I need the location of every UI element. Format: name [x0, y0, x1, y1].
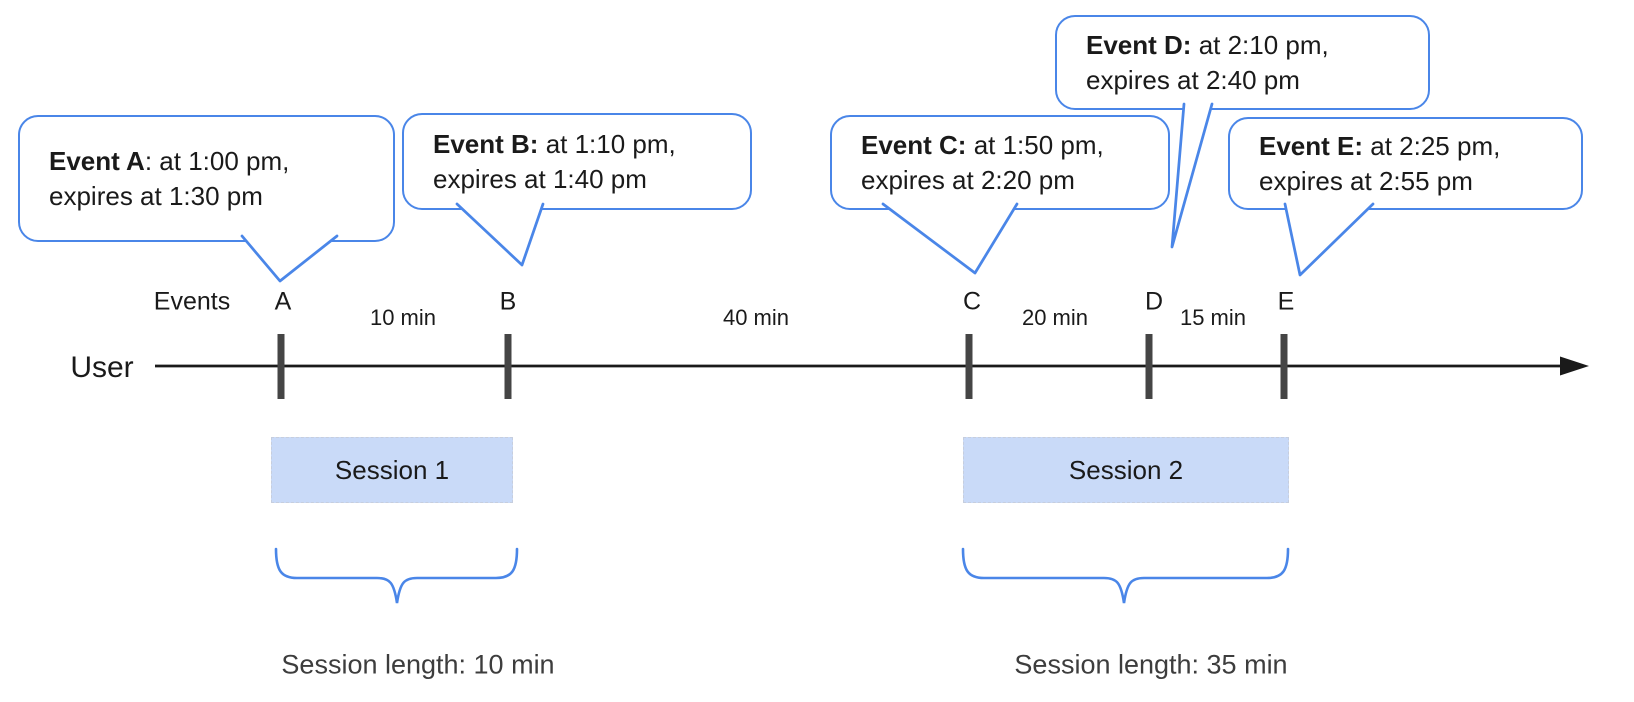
events-axis-label: Events	[153, 287, 231, 316]
event-e-bubble: Event E: at 2:25 pm, expires at 2:55 pm	[1228, 117, 1583, 210]
timeline-arrowhead-icon	[1560, 356, 1589, 376]
session-2-brace	[961, 547, 1290, 604]
event-b-bubble: Event B: at 1:10 pm, expires at 1:40 pm	[402, 113, 752, 210]
session-1-label: Session 1	[334, 454, 450, 485]
gap-label-c-d: 20 min	[1021, 305, 1089, 330]
session-2-box: Session 2	[963, 437, 1289, 503]
event-a-bubble: Event A: at 1:00 pm, expires at 1:30 pm	[18, 115, 395, 242]
event-e-bubble-tail	[1283, 202, 1375, 277]
event-a-title: Event A	[49, 145, 145, 176]
event-b-line1: Event B: at 1:10 pm,	[433, 128, 676, 159]
session-1-length-label: Session length: 10 min	[281, 649, 555, 680]
event-a-line2: expires at 1:30 pm	[49, 180, 263, 211]
event-c-line2: expires at 2:20 pm	[861, 164, 1075, 195]
gap-label-d-e: 15 min	[1179, 305, 1247, 330]
event-label-c: C	[962, 287, 982, 316]
event-c-title: Event C:	[861, 129, 967, 160]
event-d-title: Event D:	[1086, 29, 1192, 60]
event-e-line2: expires at 2:55 pm	[1259, 165, 1473, 196]
event-c-bubble-tail	[881, 202, 1019, 275]
user-axis-label: User	[70, 351, 134, 384]
event-a-line1: Event A: at 1:00 pm,	[49, 145, 290, 176]
session-2-label: Session 2	[1068, 454, 1184, 485]
event-d-bubble: Event D: at 2:10 pm, expires at 2:40 pm	[1055, 15, 1430, 110]
event-d-line1: Event D: at 2:10 pm,	[1086, 29, 1329, 60]
event-d-line2: expires at 2:40 pm	[1086, 64, 1300, 95]
event-label-d: D	[1144, 287, 1164, 316]
event-b-title: Event B:	[433, 128, 539, 159]
session-1-box: Session 1	[271, 437, 513, 503]
gap-label-a-b: 10 min	[369, 305, 437, 330]
event-b-bubble-tail	[455, 202, 545, 267]
event-e-line1: Event E: at 2:25 pm,	[1259, 130, 1501, 161]
event-label-b: B	[499, 287, 517, 316]
event-c-line1: Event C: at 1:50 pm,	[861, 129, 1104, 160]
session-2-length-label: Session length: 35 min	[1014, 649, 1288, 680]
event-label-e: E	[1277, 287, 1295, 316]
gap-label-b-c: 40 min	[722, 305, 790, 330]
event-a-bubble-tail	[240, 234, 339, 283]
session-1-brace	[274, 547, 519, 604]
event-label-a: A	[274, 287, 292, 316]
event-e-title: Event E:	[1259, 130, 1364, 161]
event-b-line2: expires at 1:40 pm	[433, 163, 647, 194]
event-d-bubble-tail	[1170, 102, 1214, 249]
